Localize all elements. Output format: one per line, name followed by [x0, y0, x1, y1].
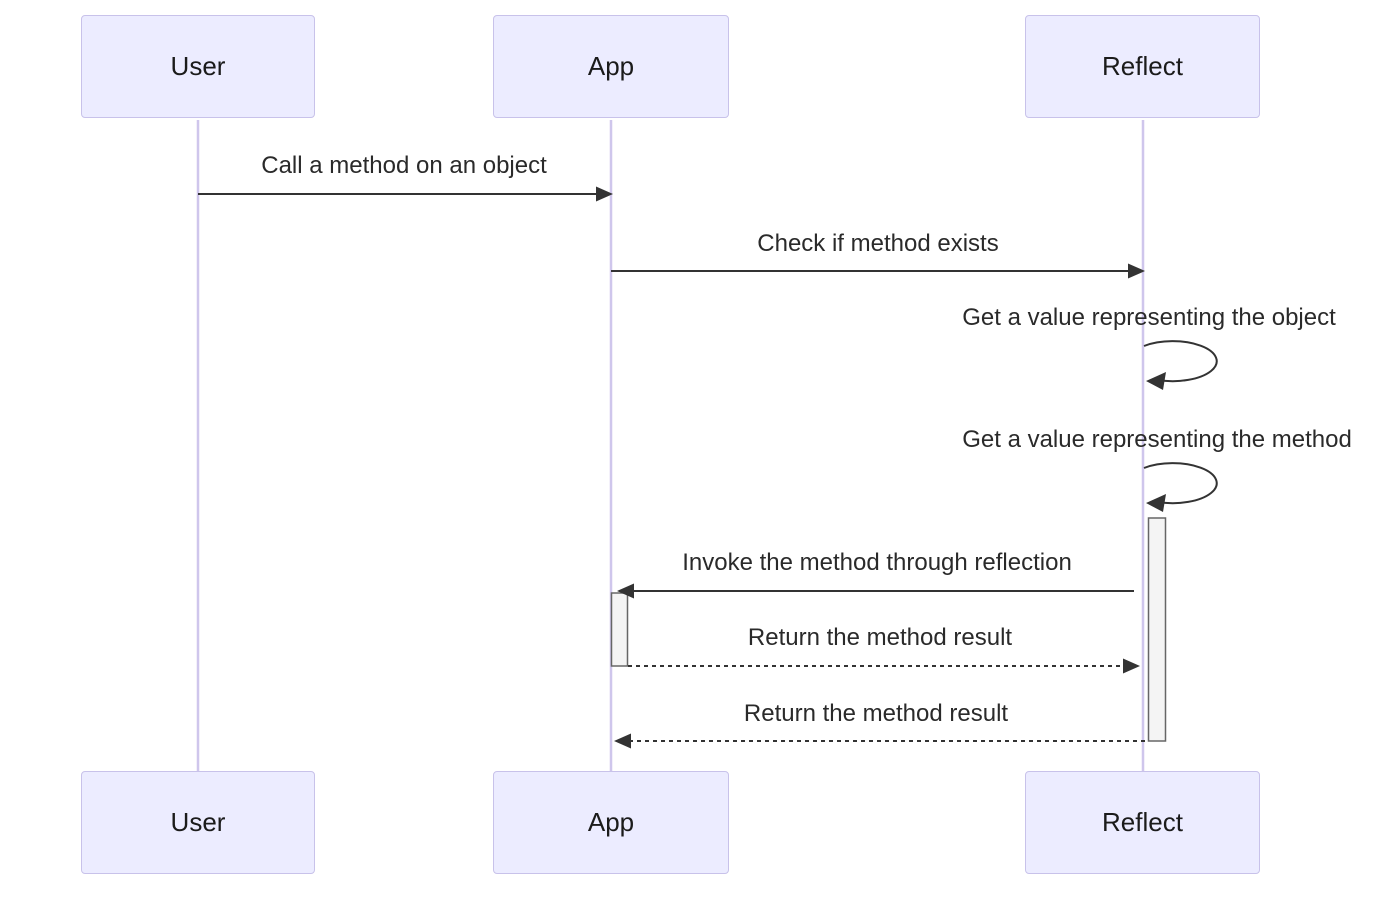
self-loop-arc-2	[1143, 462, 1218, 505]
message-label-6: Return the method result	[747, 624, 1013, 651]
actor-box-app-top: App	[493, 15, 729, 118]
arrowhead-left-icon	[1146, 494, 1166, 512]
actor-label: User	[170, 807, 226, 837]
actor-box-reflect-top: Reflect	[1025, 15, 1260, 118]
activation-bar-app	[610, 592, 629, 667]
message-label-2: Check if method exists	[757, 230, 999, 257]
message-label-4: Get a value representing the method	[962, 426, 1352, 453]
actor-box-user-top: User	[81, 15, 315, 118]
actor-label: Reflect	[1102, 807, 1183, 837]
activation-bar-reflect	[1147, 517, 1167, 742]
message-label-7: Return the method result	[743, 700, 1009, 727]
actor-label: App	[587, 51, 635, 81]
arrowhead-left-icon	[614, 733, 631, 749]
arrowhead-right-icon	[1123, 658, 1140, 674]
arrowhead-right-icon	[1128, 263, 1145, 279]
actor-box-user-bottom: User	[81, 771, 315, 874]
message-label-3: Get a value representing the object	[962, 304, 1336, 331]
message-label-1: Call a method on an object	[261, 152, 547, 179]
message-label-5: Invoke the method through reflection	[682, 549, 1072, 576]
actor-box-reflect-bottom: Reflect	[1025, 771, 1260, 874]
actor-box-app-bottom: App	[493, 771, 729, 874]
arrowhead-left-icon	[1146, 372, 1166, 390]
arrowhead-right-icon	[596, 186, 613, 202]
self-loop-arc-1	[1143, 340, 1218, 383]
actor-label: Reflect	[1102, 51, 1183, 81]
actor-label: User	[170, 51, 226, 81]
actor-label: App	[587, 807, 635, 837]
arrowhead-left-icon	[617, 583, 634, 599]
